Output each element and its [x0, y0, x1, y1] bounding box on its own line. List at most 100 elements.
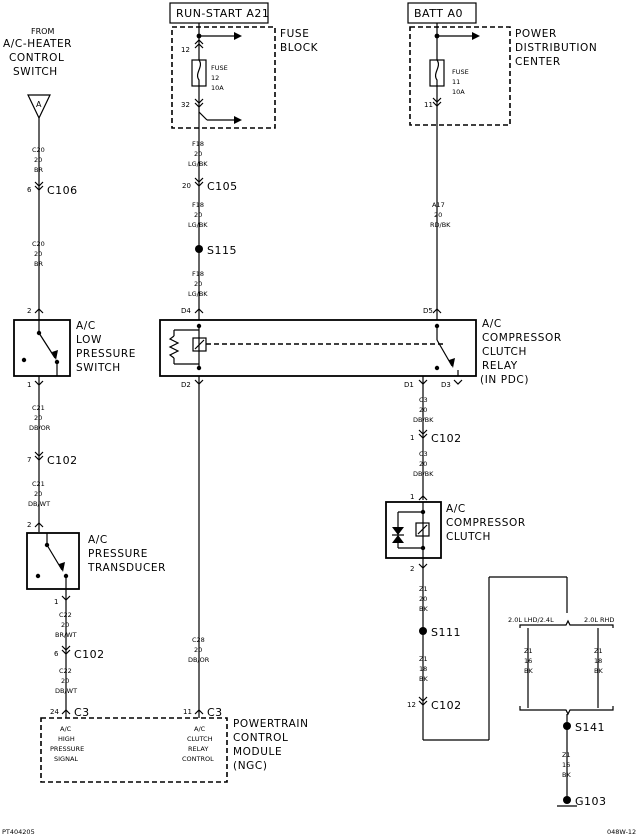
z1b-gauge: 18 [419, 665, 427, 673]
c28-color: DB/OR [188, 656, 210, 664]
c21b-gauge: 20 [34, 490, 42, 498]
off-page-marker-letter: A [36, 100, 42, 109]
z1d-color: BK [594, 667, 603, 675]
fuse-12-word: FUSE [211, 64, 228, 72]
low-pressure-switch [13, 319, 71, 377]
z1e-circuit: Z1 [562, 751, 571, 759]
fuse-11-word: FUSE [452, 68, 469, 76]
pdc-pin-out: 11 [424, 101, 433, 109]
f18c-circuit: F18 [192, 270, 204, 278]
lps-label-3: PRESSURE [76, 348, 136, 360]
c102b-pin: 6 [54, 650, 59, 658]
f18a-color: LG/BK [188, 160, 208, 168]
z1e-color: BK [562, 771, 571, 779]
pdc-label-3: CENTER [515, 56, 561, 68]
s115-label: S115 [207, 244, 237, 257]
a17-gauge: 20 [434, 211, 442, 219]
lps-label-2: LOW [76, 334, 102, 346]
c3a-gauge: 20 [419, 406, 427, 414]
c3b-gauge: 20 [419, 460, 427, 468]
pcm-left-3: PRESSURE [50, 745, 84, 753]
c102a-name: C102 [47, 454, 78, 467]
c22a-circuit: C22 [59, 611, 72, 619]
run-start-box [169, 2, 269, 24]
lps-label-1: A/C [76, 320, 96, 332]
clutch-pin-bottom: 2 [410, 565, 414, 573]
splice-s115 [195, 245, 203, 253]
c20a-gauge: 20 [34, 156, 42, 164]
z1b-color: BK [419, 675, 428, 683]
c102b-name: C102 [74, 648, 105, 661]
pcm-left-1: A/C [60, 725, 72, 733]
relay-pin-d2: D2 [181, 381, 191, 389]
c21a-gauge: 20 [34, 414, 42, 422]
relay-pin-d3: D3 [441, 381, 451, 389]
pcm-outline [40, 717, 228, 783]
fuse-block-label-2: BLOCK [280, 42, 319, 54]
pdc-label-1: POWER [515, 28, 557, 40]
from-label-2: A/C-HEATER [3, 38, 72, 50]
a17-color: RD/BK [430, 221, 451, 229]
c3-left-pin: 24 [50, 708, 59, 716]
run-start-label: RUN-START A21 [176, 7, 269, 20]
c102c-pin: 1 [410, 434, 414, 442]
c3-right-pin: 11 [183, 708, 192, 716]
pcm-left-4: SIGNAL [54, 755, 78, 763]
pdc-bus-arrowhead [472, 32, 480, 40]
ground-g103-dot [563, 796, 571, 804]
footer-left: PT404205 [2, 828, 35, 836]
relay-pin-d1: D1 [404, 381, 414, 389]
splice-s141 [563, 722, 571, 730]
c22a-color: BR/WT [55, 631, 77, 639]
pcm-right-2: CLUTCH [187, 735, 213, 743]
fuse-11-rating: 10A [452, 88, 465, 96]
relay-label-5: (IN PDC) [480, 374, 529, 386]
c102d-pin: 12 [407, 701, 416, 709]
c3-right-name: C3 [207, 706, 223, 719]
clutch-label-2: COMPRESSOR [446, 517, 526, 529]
c22b-circuit: C22 [59, 667, 72, 675]
c3b-color: DB/BK [413, 470, 434, 478]
z1d-circuit: Z1 [594, 647, 603, 655]
c105-name: C105 [207, 180, 238, 193]
fuse-12-num: 12 [211, 74, 219, 82]
lps-pin-bottom: 1 [27, 381, 31, 389]
f18a-circuit: F18 [192, 140, 204, 148]
batt-box [407, 2, 477, 24]
apt-label-1: A/C [88, 534, 108, 546]
c21a-color: DB/OR [29, 424, 51, 432]
branch-right-label: 2.0L RHD [584, 616, 614, 624]
c102d-name: C102 [431, 699, 462, 712]
footer-right: 048W-12 [607, 828, 636, 836]
fuse-block-pin-out: 32 [181, 101, 190, 109]
compressor-clutch [385, 501, 442, 559]
z1a-gauge: 20 [419, 595, 427, 603]
pcm-label-4: (NGC) [233, 760, 268, 772]
a17-circuit: A17 [432, 201, 445, 209]
c20b-circuit: C20 [32, 240, 45, 248]
bus-arrowhead-top [234, 32, 242, 40]
z1c-gauge: 16 [524, 657, 532, 665]
apt-label-2: PRESSURE [88, 548, 148, 560]
z1c-circuit: Z1 [524, 647, 533, 655]
relay-label-4: RELAY [482, 360, 518, 372]
f18b-gauge: 20 [194, 211, 202, 219]
pressure-transducer [26, 532, 80, 590]
c106-name: C106 [47, 184, 78, 197]
z1e-gauge: 16 [562, 761, 570, 769]
relay-label-1: A/C [482, 318, 502, 330]
c22a-gauge: 20 [61, 621, 69, 629]
bus-arrowhead-bottom [234, 116, 242, 124]
branch-left-label: 2.0L LHD/2.4L [508, 616, 554, 624]
relay-resistor [168, 335, 180, 359]
c21b-circuit: C21 [32, 480, 45, 488]
c20a-color: BR [34, 166, 43, 174]
clutch-coil [415, 522, 430, 537]
c3b-circuit: C3 [419, 450, 428, 458]
fuse-11-num: 11 [452, 78, 460, 86]
pcm-right-1: A/C [194, 725, 206, 733]
pcm-right-3: RELAY [188, 745, 208, 753]
splice-s111 [419, 627, 427, 635]
c22b-gauge: 20 [61, 677, 69, 685]
clutch-diode [392, 527, 404, 535]
